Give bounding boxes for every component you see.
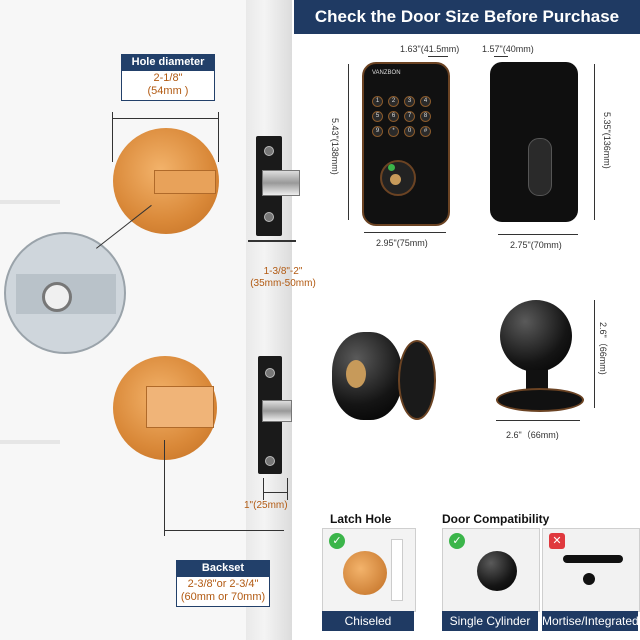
single-cylinder-label: Single Cylinder — [442, 611, 538, 631]
edge-thickness-inch: 1-3/8"-2" — [263, 266, 303, 277]
hole-diameter-mm: (54mm ) — [147, 85, 189, 97]
backset-value: 2-3/8"or 2-3/4" (60mm or 70mm) — [176, 576, 270, 607]
chiseled-hole — [343, 551, 387, 595]
keypad-key[interactable]: # — [420, 126, 431, 137]
front-width-dim: 2.95"(75mm) — [376, 238, 428, 248]
cross-icon: ✕ — [549, 533, 565, 549]
front-height-dim: 5.43"(138mm) — [330, 118, 340, 175]
dimension-line — [494, 56, 508, 57]
keypad-key[interactable]: 3 — [404, 96, 415, 107]
status-led — [388, 164, 395, 171]
thumb-turn — [528, 138, 552, 196]
deadbolt — [262, 170, 300, 196]
keypad-key[interactable]: 8 — [420, 111, 431, 122]
screw-icon — [264, 146, 274, 156]
knob-thumbnail — [477, 551, 517, 591]
knob-width-dim: 2.6"（66mm) — [506, 430, 559, 440]
door-edge — [246, 0, 292, 640]
check-icon: ✓ — [329, 533, 345, 549]
knob-neck — [526, 370, 548, 392]
dimension-line — [428, 56, 448, 57]
screw-icon — [265, 368, 275, 378]
knob-base-rose — [496, 388, 584, 412]
keypad-key[interactable]: 5 — [372, 111, 383, 122]
door-edge-slice — [391, 539, 403, 601]
hole-diameter-inch: 2-1/8" — [153, 72, 183, 84]
keyhole-icon — [390, 174, 401, 185]
backset-inch: 2-3/8"or 2-3/4" — [187, 578, 259, 590]
door-compat-title: Door Compatibility — [442, 512, 550, 526]
latch-width-arrow — [263, 492, 287, 493]
keypad-key[interactable]: * — [388, 126, 399, 137]
mortise-card: ✕ — [542, 528, 640, 612]
latch-bore — [154, 170, 216, 194]
dimension-line — [594, 64, 595, 220]
dimension-line — [287, 478, 288, 500]
keypad-key[interactable]: 4 — [420, 96, 431, 107]
dimension-line — [112, 112, 113, 162]
mortise-label: Mortise/Integrated — [542, 611, 639, 631]
hole-diameter-label: Hole diameter — [121, 54, 215, 70]
keypad-key[interactable]: 7 — [404, 111, 415, 122]
edge-thickness-arrow — [248, 240, 296, 242]
edge-thickness-mm: (35mm-50mm) — [250, 278, 316, 289]
door-panel-line — [0, 200, 60, 204]
dimension-line — [594, 300, 595, 408]
knob-profile — [500, 300, 572, 372]
backset-label: Backset — [176, 560, 270, 576]
dimension-line — [164, 440, 165, 536]
dimension-line — [218, 112, 219, 162]
keypad-key[interactable]: 6 — [388, 111, 399, 122]
back-height-dim: 5.35"(136mm) — [602, 112, 612, 169]
back-width-dim: 2.75"(70mm) — [510, 240, 562, 250]
dimension-line — [496, 420, 580, 421]
keyhole-icon — [583, 573, 595, 585]
keypad-key[interactable]: 1 — [372, 96, 383, 107]
latch-spindle-hole — [42, 282, 72, 312]
keypad-key[interactable]: 9 — [372, 126, 383, 137]
backset-arrow — [164, 530, 284, 531]
knob-rose — [398, 340, 436, 420]
hole-diameter-value: 2-1/8" (54mm ) — [121, 70, 215, 101]
back-depth-dim: 1.57"(40mm) — [482, 44, 534, 54]
edge-thickness-value: 1-3/8"-2" (35mm-50mm) — [248, 266, 318, 290]
dimension-line — [263, 478, 264, 500]
front-depth-dim: 1.63"(41.5mm) — [400, 44, 460, 54]
page-title: Check the Door Size Before Purchase — [294, 0, 640, 34]
latch-hole-card: ✓ — [322, 528, 416, 612]
backset-bore — [146, 386, 214, 428]
dimension-line — [498, 234, 578, 235]
door-panel-line — [0, 440, 60, 444]
keyhole-icon — [346, 360, 366, 388]
latch-hole-title: Latch Hole — [330, 512, 392, 526]
keypad-key[interactable]: 2 — [388, 96, 399, 107]
hole-diameter-arrow — [112, 118, 218, 119]
lever-handle — [563, 555, 623, 563]
latch-width-value: 1"(25mm) — [244, 500, 288, 511]
keypad-key[interactable]: 0 — [404, 126, 415, 137]
dimension-line — [348, 64, 349, 220]
knob-height-dim: 2.6"（66mm) — [598, 322, 608, 375]
latch-zoom-circle — [4, 232, 126, 354]
screw-icon — [265, 456, 275, 466]
backset-mm: (60mm or 70mm) — [180, 591, 266, 603]
brand-logo: VANZBON — [372, 70, 401, 76]
screw-icon — [264, 212, 274, 222]
check-icon: ✓ — [449, 533, 465, 549]
dimension-line — [364, 232, 446, 233]
knob-front-view — [332, 332, 402, 420]
latch-bolt — [262, 400, 292, 422]
latch-hole-option: Chiseled — [322, 611, 414, 631]
single-cylinder-card: ✓ — [442, 528, 540, 612]
back-lock-plate — [490, 62, 578, 222]
